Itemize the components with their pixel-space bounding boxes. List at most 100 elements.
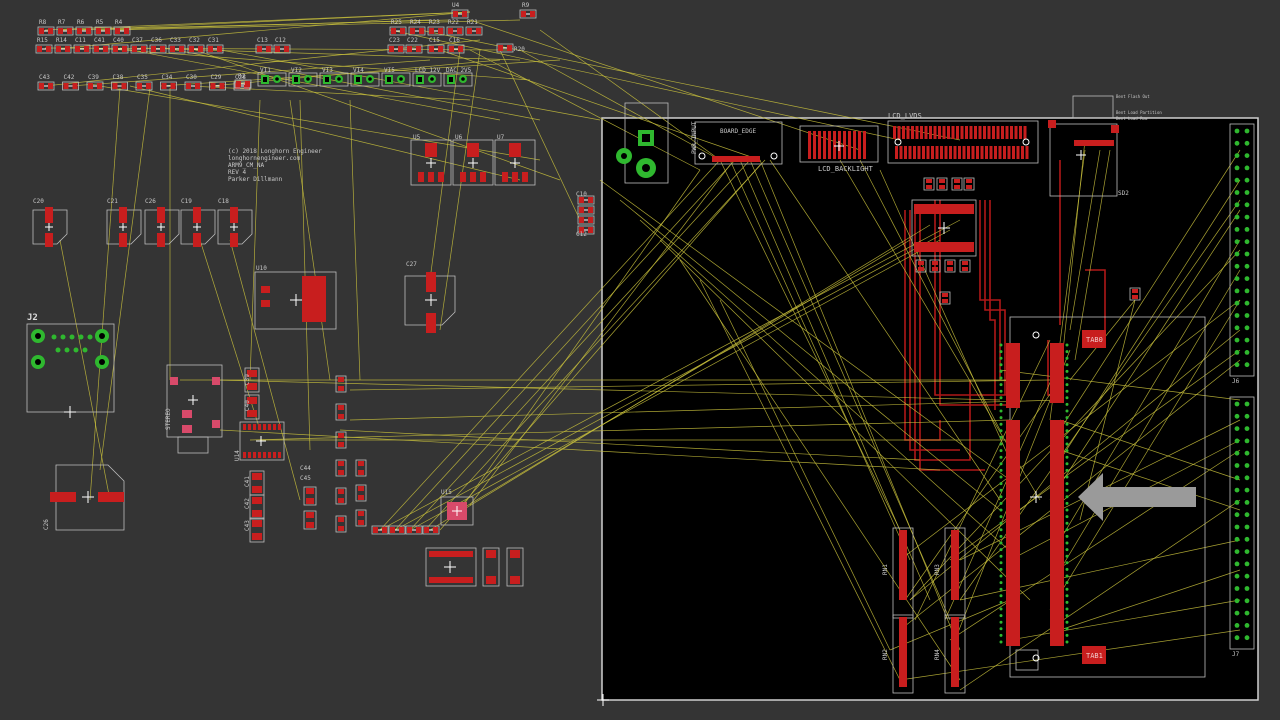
passive-c29[interactable] (209, 81, 226, 91)
resistor-col-3[interactable] (335, 459, 347, 477)
connector-label-vi1: VI1 (260, 67, 271, 74)
bottom-ics[interactable] (425, 547, 524, 587)
resistor-col-0[interactable] (335, 375, 347, 393)
resistor-r9[interactable] (519, 9, 537, 19)
passive-c39[interactable] (86, 81, 104, 91)
cap-u14-2[interactable] (249, 470, 265, 496)
passive-c30[interactable] (184, 81, 202, 91)
connector-vi2[interactable]: VI2 (288, 67, 318, 87)
cap-col-3[interactable] (577, 225, 595, 235)
passive-r15[interactable] (35, 44, 53, 54)
lcd-lvds-connector[interactable]: LCD_LVDS (887, 112, 1039, 164)
cpu-module[interactable]: TAB0 TAB1 (999, 316, 1206, 678)
u6-pin-1 (470, 172, 476, 182)
resistor-col3-0[interactable] (303, 486, 317, 506)
pcb-board[interactable] (601, 117, 1259, 701)
connector-vi1[interactable]: VI1 (257, 67, 287, 87)
electrolytic-c18[interactable]: C18 (217, 198, 253, 247)
resistor-r2[interactable] (234, 79, 252, 89)
passive-r25[interactable] (389, 26, 407, 36)
passive-r7[interactable] (56, 26, 74, 36)
cap-u14-0[interactable] (244, 367, 260, 393)
electrolytic-c19[interactable]: C19 (180, 198, 216, 247)
passive-c43[interactable] (37, 81, 55, 91)
passive-c31[interactable] (206, 44, 224, 54)
cap-u14-4[interactable] (249, 517, 265, 543)
passive-c42[interactable] (62, 81, 79, 91)
connector-j2[interactable]: J2 (26, 313, 115, 418)
copyright-line-4: REV 4 (228, 169, 246, 176)
passive-c13[interactable] (255, 44, 273, 54)
resistor-col2-0[interactable] (355, 459, 367, 477)
passive-r14[interactable] (54, 44, 72, 54)
smd-bottom-2[interactable] (405, 525, 423, 535)
passive-r8[interactable] (37, 26, 55, 36)
connector-vi3[interactable]: VI3 (319, 67, 349, 87)
tab0-label: TAB0 (1086, 336, 1103, 344)
cap-u14-1[interactable] (244, 394, 260, 420)
board-edge-connector[interactable]: BOARD_EDGE (694, 121, 783, 165)
sd-card-slot[interactable]: SD2 Bent Flash Out Bent Load Partition B… (1048, 94, 1162, 197)
regulators-u5-u7[interactable]: U5 U6 U7 (410, 134, 536, 186)
connector-vi5[interactable]: VI5 (381, 67, 411, 87)
resistor-col-5[interactable] (335, 515, 347, 533)
connector-lcd-12v[interactable]: LCD_12V (412, 67, 442, 87)
passive-c33[interactable] (168, 44, 186, 54)
lcd-backlight-connector[interactable]: LCD_BACKLIGHT (799, 125, 879, 173)
passive-c22[interactable] (405, 44, 423, 54)
passive-c36[interactable] (149, 44, 167, 54)
passive-r24[interactable] (408, 26, 426, 36)
capacitor-c27[interactable]: C27 (404, 261, 456, 333)
resistor-col-2[interactable] (335, 431, 347, 449)
passive-c38[interactable] (111, 81, 128, 91)
passive-r23[interactable] (427, 26, 445, 36)
electrolytic-c20[interactable]: C20 (32, 198, 68, 247)
connector-dac-2v5[interactable]: DAC_2V5 (443, 67, 473, 87)
passive-r22[interactable] (446, 26, 464, 36)
electrolytic-c26[interactable]: C26 (144, 198, 180, 247)
passive-c41[interactable] (92, 44, 110, 54)
cap-col-0[interactable] (577, 195, 595, 205)
cap-col-2[interactable] (577, 215, 595, 225)
smd-bottom-0[interactable] (371, 525, 389, 535)
ic-u15[interactable]: U15 (440, 489, 474, 526)
passive-c15[interactable] (427, 44, 445, 54)
smd-bottom-3[interactable] (422, 525, 440, 535)
regulator-u10[interactable]: U10 (254, 265, 337, 330)
passive-c40[interactable] (111, 44, 129, 54)
passive-c32[interactable] (187, 44, 205, 54)
cap-col-1[interactable] (577, 205, 595, 215)
resistor-col2-2[interactable] (355, 509, 367, 527)
passive-c16[interactable] (447, 44, 465, 54)
connector-j6[interactable]: J6 (1229, 123, 1255, 385)
ic-u4[interactable] (451, 9, 469, 19)
resistor-col3-1[interactable] (303, 510, 317, 530)
passive-r6[interactable] (75, 26, 93, 36)
connector-j7[interactable]: J7 (1229, 396, 1255, 658)
ic-u14[interactable]: U14 (234, 421, 285, 461)
passive-c37[interactable] (130, 44, 148, 54)
passive-r4[interactable] (113, 26, 131, 36)
resistor-r20[interactable] (496, 43, 514, 53)
passive-r5[interactable] (94, 26, 112, 36)
resistor-col-1[interactable] (335, 403, 347, 421)
capacitor-c26[interactable]: C26 (43, 464, 125, 531)
passive-r21[interactable] (465, 26, 483, 36)
connector-vi4[interactable]: VI4 (350, 67, 380, 87)
power-input-connector[interactable]: PWR_INPUT (616, 102, 698, 184)
resistor-networks[interactable]: RN1 RN2 RN3 RN4 (882, 527, 966, 694)
cap-u14-3[interactable] (249, 494, 265, 520)
stereo-jack[interactable]: STEREO (165, 364, 223, 454)
passive-c12[interactable] (273, 44, 291, 54)
lvds-ic[interactable] (911, 177, 1141, 305)
passive-c11[interactable] (73, 44, 91, 54)
passive-c35[interactable] (135, 81, 153, 91)
electrolytic-c21[interactable]: C21 (106, 198, 142, 247)
resistor-col2-1[interactable] (355, 484, 367, 502)
resistor-col-4[interactable] (335, 487, 347, 505)
passive-c23[interactable] (387, 44, 405, 54)
passive-c34[interactable] (160, 81, 177, 91)
smd-bottom-1[interactable] (388, 525, 406, 535)
